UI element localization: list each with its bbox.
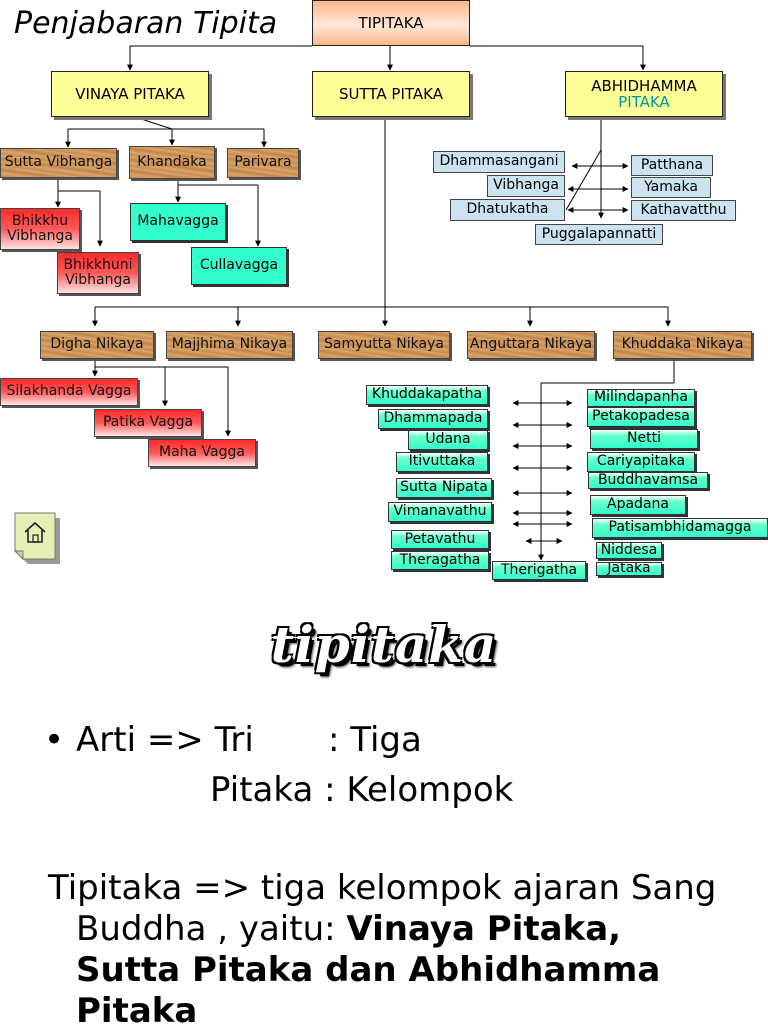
house-icon[interactable] <box>14 512 60 564</box>
node-silakhanda-vagga: Silakhanda Vagga <box>0 378 138 406</box>
node-puggalapannatti: Puggalapannatti <box>535 224 663 245</box>
para-line-3: Sutta Pitaka dan Abhidhamma <box>48 950 748 991</box>
node-digha-nikaya: Digha Nikaya <box>40 331 154 359</box>
node-niddesa: Niddesa <box>596 542 662 559</box>
definition-paragraph: Tipitaka => tiga kelompok ajaran Sang Bu… <box>48 868 748 1032</box>
node-netti: Netti <box>590 429 698 449</box>
node-maha-vagga: Maha Vagga <box>148 439 256 467</box>
big-title: tipitaka <box>270 615 498 674</box>
bhikkhu-line-2: Vibhanga <box>7 228 73 244</box>
para-line-4: Pitaka <box>48 991 748 1032</box>
node-dhammapada: Dhammapada <box>378 409 488 429</box>
node-petakopadesa: Petakopadesa <box>587 407 695 427</box>
node-udana: Udana <box>408 430 488 450</box>
bhikkhu-line-1: Bhikkhu <box>11 212 69 229</box>
node-theragatha: Theragatha <box>391 551 489 570</box>
node-patthana: Patthana <box>631 155 713 176</box>
node-majjhima-nikaya: Majjhima Nikaya <box>166 331 293 359</box>
bhikkhuni-line-2: Vibhanga <box>65 272 131 288</box>
abhidhamma-line-1: ABHIDHAMMA <box>591 76 697 95</box>
arti-term: Arti => Tri <box>76 720 254 760</box>
node-apadana: Apadana <box>590 495 686 515</box>
node-khuddakapatha: Khuddakapatha <box>366 385 488 405</box>
node-therigatha: Therigatha <box>492 561 586 580</box>
node-cullavagga: Cullavagga <box>191 247 287 285</box>
para-cont: Buddha , yaitu: <box>76 909 347 949</box>
node-buddhavamsa: Buddhavamsa <box>588 472 708 489</box>
para-line-2: Buddha , yaitu: Vinaya Pitaka, <box>48 909 748 950</box>
node-jataka: Jataka <box>596 562 662 576</box>
abhidhamma-line-2: PITAKA <box>618 93 670 111</box>
node-sutta-nipata: Sutta Nipata <box>396 478 492 498</box>
node-patika-vagga: Patika Vagga <box>94 409 202 437</box>
node-bhikkhuni-vibhanga: Bhikkhuni Vibhanga <box>57 252 139 294</box>
node-dhammasangani: Dhammasangani <box>433 151 565 173</box>
node-kathavatthu: Kathavatthu <box>631 200 736 221</box>
para-bold-2: Sutta Pitaka dan Abhidhamma <box>76 950 661 990</box>
node-dhatukatha: Dhatukatha <box>450 199 565 221</box>
arti-meaning: : Tiga <box>328 720 422 760</box>
node-patisambhidamagga: Patisambhidamagga <box>592 518 768 538</box>
pitaka-meaning: Pitaka : Kelompok <box>210 770 514 810</box>
node-cariyapitaka: Cariyapitaka <box>587 452 695 472</box>
node-mahavagga: Mahavagga <box>130 203 226 241</box>
node-yamaka: Yamaka <box>631 177 711 198</box>
connector-lines <box>55 45 675 561</box>
node-khuddaka-nikaya: Khuddaka Nikaya <box>613 331 752 359</box>
node-petavathu: Petavathu <box>391 530 489 549</box>
node-itivuttaka: Itivuttaka <box>396 452 488 472</box>
node-vimanavathu: Vimanavathu <box>388 502 492 522</box>
node-khandaka: Khandaka <box>129 146 215 179</box>
node-milindapanha: Milindapanha <box>587 389 695 407</box>
bhikkhuni-line-1: Bhikkhuni <box>63 256 133 273</box>
para-bold-1: Vinaya Pitaka, <box>346 909 622 949</box>
node-anguttara-nikaya: Anguttara Nikaya <box>467 331 595 359</box>
slide-title: Penjabaran Tipita <box>14 6 278 41</box>
node-sutta-vibhanga: Sutta Vibhanga <box>0 148 117 178</box>
node-parivara: Parivara <box>227 148 299 178</box>
node-vibhanga: Vibhanga <box>487 175 565 197</box>
node-vinaya-pitaka: VINAYA PITAKA <box>51 71 209 117</box>
node-tipitaka: TIPITAKA <box>312 0 470 46</box>
bullet-dot: • <box>44 720 65 760</box>
node-bhikkhu-vibhanga: Bhikkhu Vibhanga <box>0 208 80 250</box>
node-abhidhamma-pitaka: ABHIDHAMMA PITAKA <box>565 71 723 117</box>
node-samyutta-nikaya: Samyutta Nikaya <box>318 331 450 359</box>
node-sutta-pitaka: SUTTA PITAKA <box>312 71 470 117</box>
para-line-1: Tipitaka => tiga kelompok ajaran Sang <box>48 868 717 908</box>
para-bold-3: Pitaka <box>76 991 198 1031</box>
